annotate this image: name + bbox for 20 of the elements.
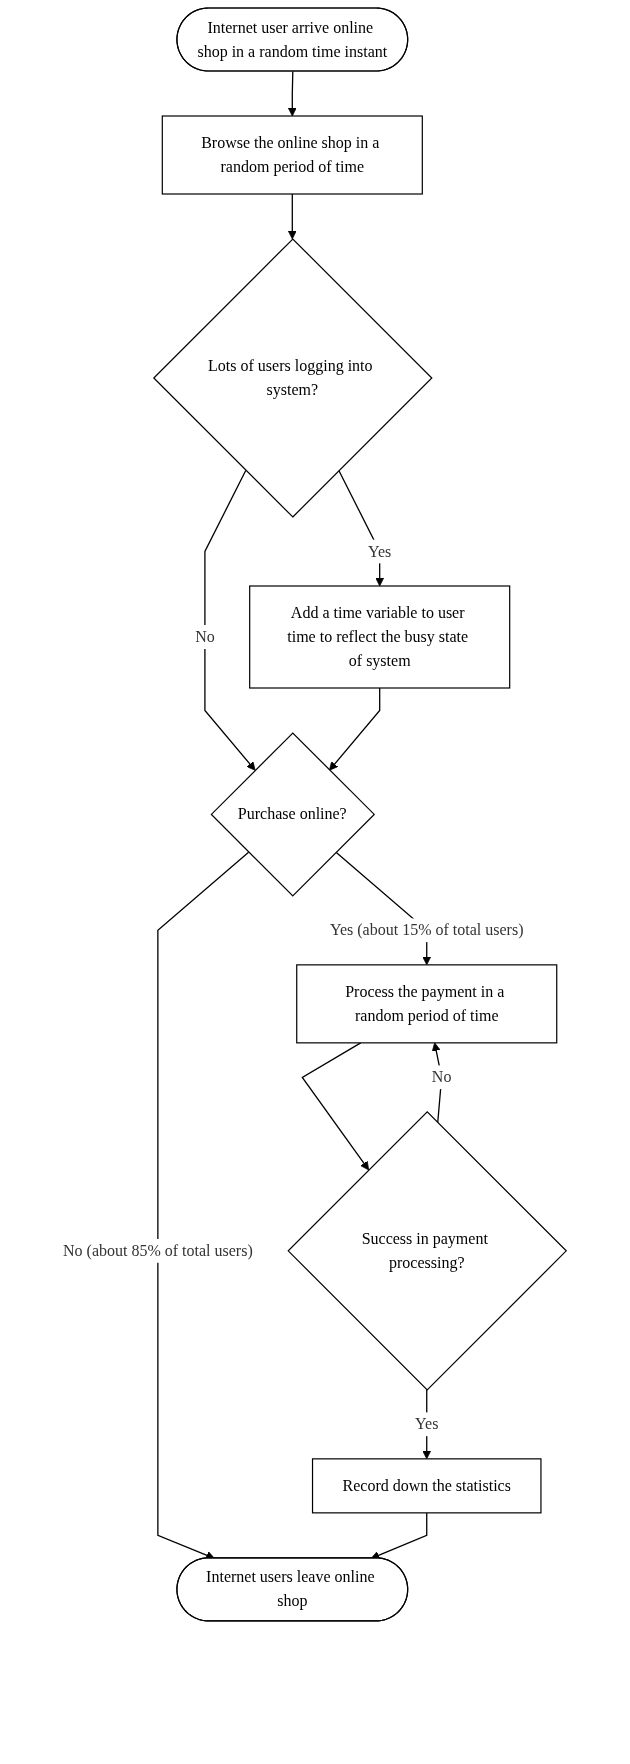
node-diamond: Lots of users logging into system?	[153, 238, 434, 518]
edge-label: Yes (about 15% of total users)	[330, 921, 524, 939]
node-box: Process the payment in a random period of time	[296, 964, 558, 1044]
arrow	[157, 851, 250, 1560]
node-box: Record down the statistics	[312, 1458, 542, 1514]
node-box: Browse the online shop in a random period of time	[162, 115, 424, 195]
node-box: Add a time variable to user time to reflect the busy state of system	[249, 585, 511, 689]
edge-label: Yes	[415, 1415, 439, 1433]
arrow	[301, 1042, 370, 1171]
edge-label: No (about 85% of total users)	[63, 1241, 254, 1259]
edge-label: No	[432, 1068, 452, 1086]
edge-label: No	[195, 628, 216, 645]
arrow	[329, 687, 381, 771]
arrow	[288, 70, 298, 117]
edge-label: Yes	[368, 542, 392, 560]
arrow	[204, 469, 256, 771]
arrow	[288, 193, 298, 240]
arrow	[371, 1512, 428, 1560]
node-diamond: Success in payment processing?	[287, 1111, 568, 1391]
node-diamond: Purchase online?	[210, 732, 376, 897]
